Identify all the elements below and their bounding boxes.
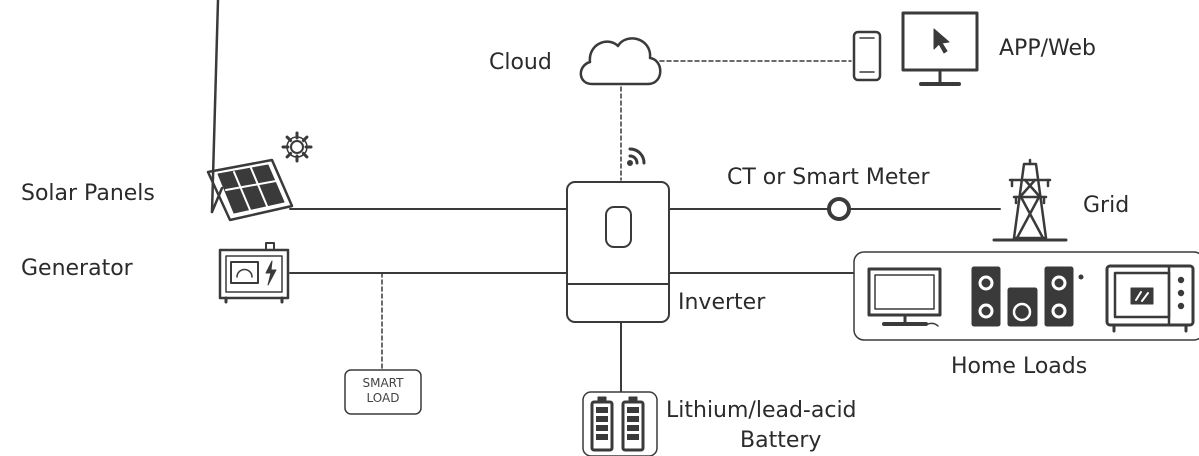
cloud-icon <box>579 37 662 86</box>
battery-label-line2: Battery <box>740 428 822 453</box>
generator-label: Generator <box>21 256 133 281</box>
smart-load-box <box>344 369 422 415</box>
grid-label: Grid <box>1083 193 1130 218</box>
tv-icon <box>867 267 942 327</box>
speakers-icon <box>971 266 1084 327</box>
smart-load-label: SMART LOAD <box>345 376 421 406</box>
sun-gear-icon <box>281 131 313 163</box>
smart-load-line1: SMART <box>362 376 404 390</box>
solar-panel-icon <box>206 0 294 222</box>
transmission-tower-icon <box>992 158 1068 242</box>
ct-meter-label: CT or Smart Meter <box>727 165 930 190</box>
smart-load-line2: LOAD <box>366 391 400 405</box>
generator-icon <box>218 242 290 304</box>
app-web-label: APP/Web <box>999 36 1096 61</box>
wifi-icon <box>627 147 646 166</box>
battery-label-line1: Lithium/lead-acid <box>666 398 857 423</box>
solar-panels-label: Solar Panels <box>21 181 155 206</box>
inverter-label: Inverter <box>678 290 766 315</box>
battery-icon <box>582 391 658 456</box>
home-loads-label: Home Loads <box>951 354 1088 379</box>
inverter-icon <box>566 181 670 323</box>
phone-icon <box>852 30 882 82</box>
meter-icon <box>827 197 851 221</box>
cloud-label: Cloud <box>489 50 552 75</box>
monitor-icon <box>901 11 979 86</box>
microwave-icon <box>1105 264 1195 333</box>
